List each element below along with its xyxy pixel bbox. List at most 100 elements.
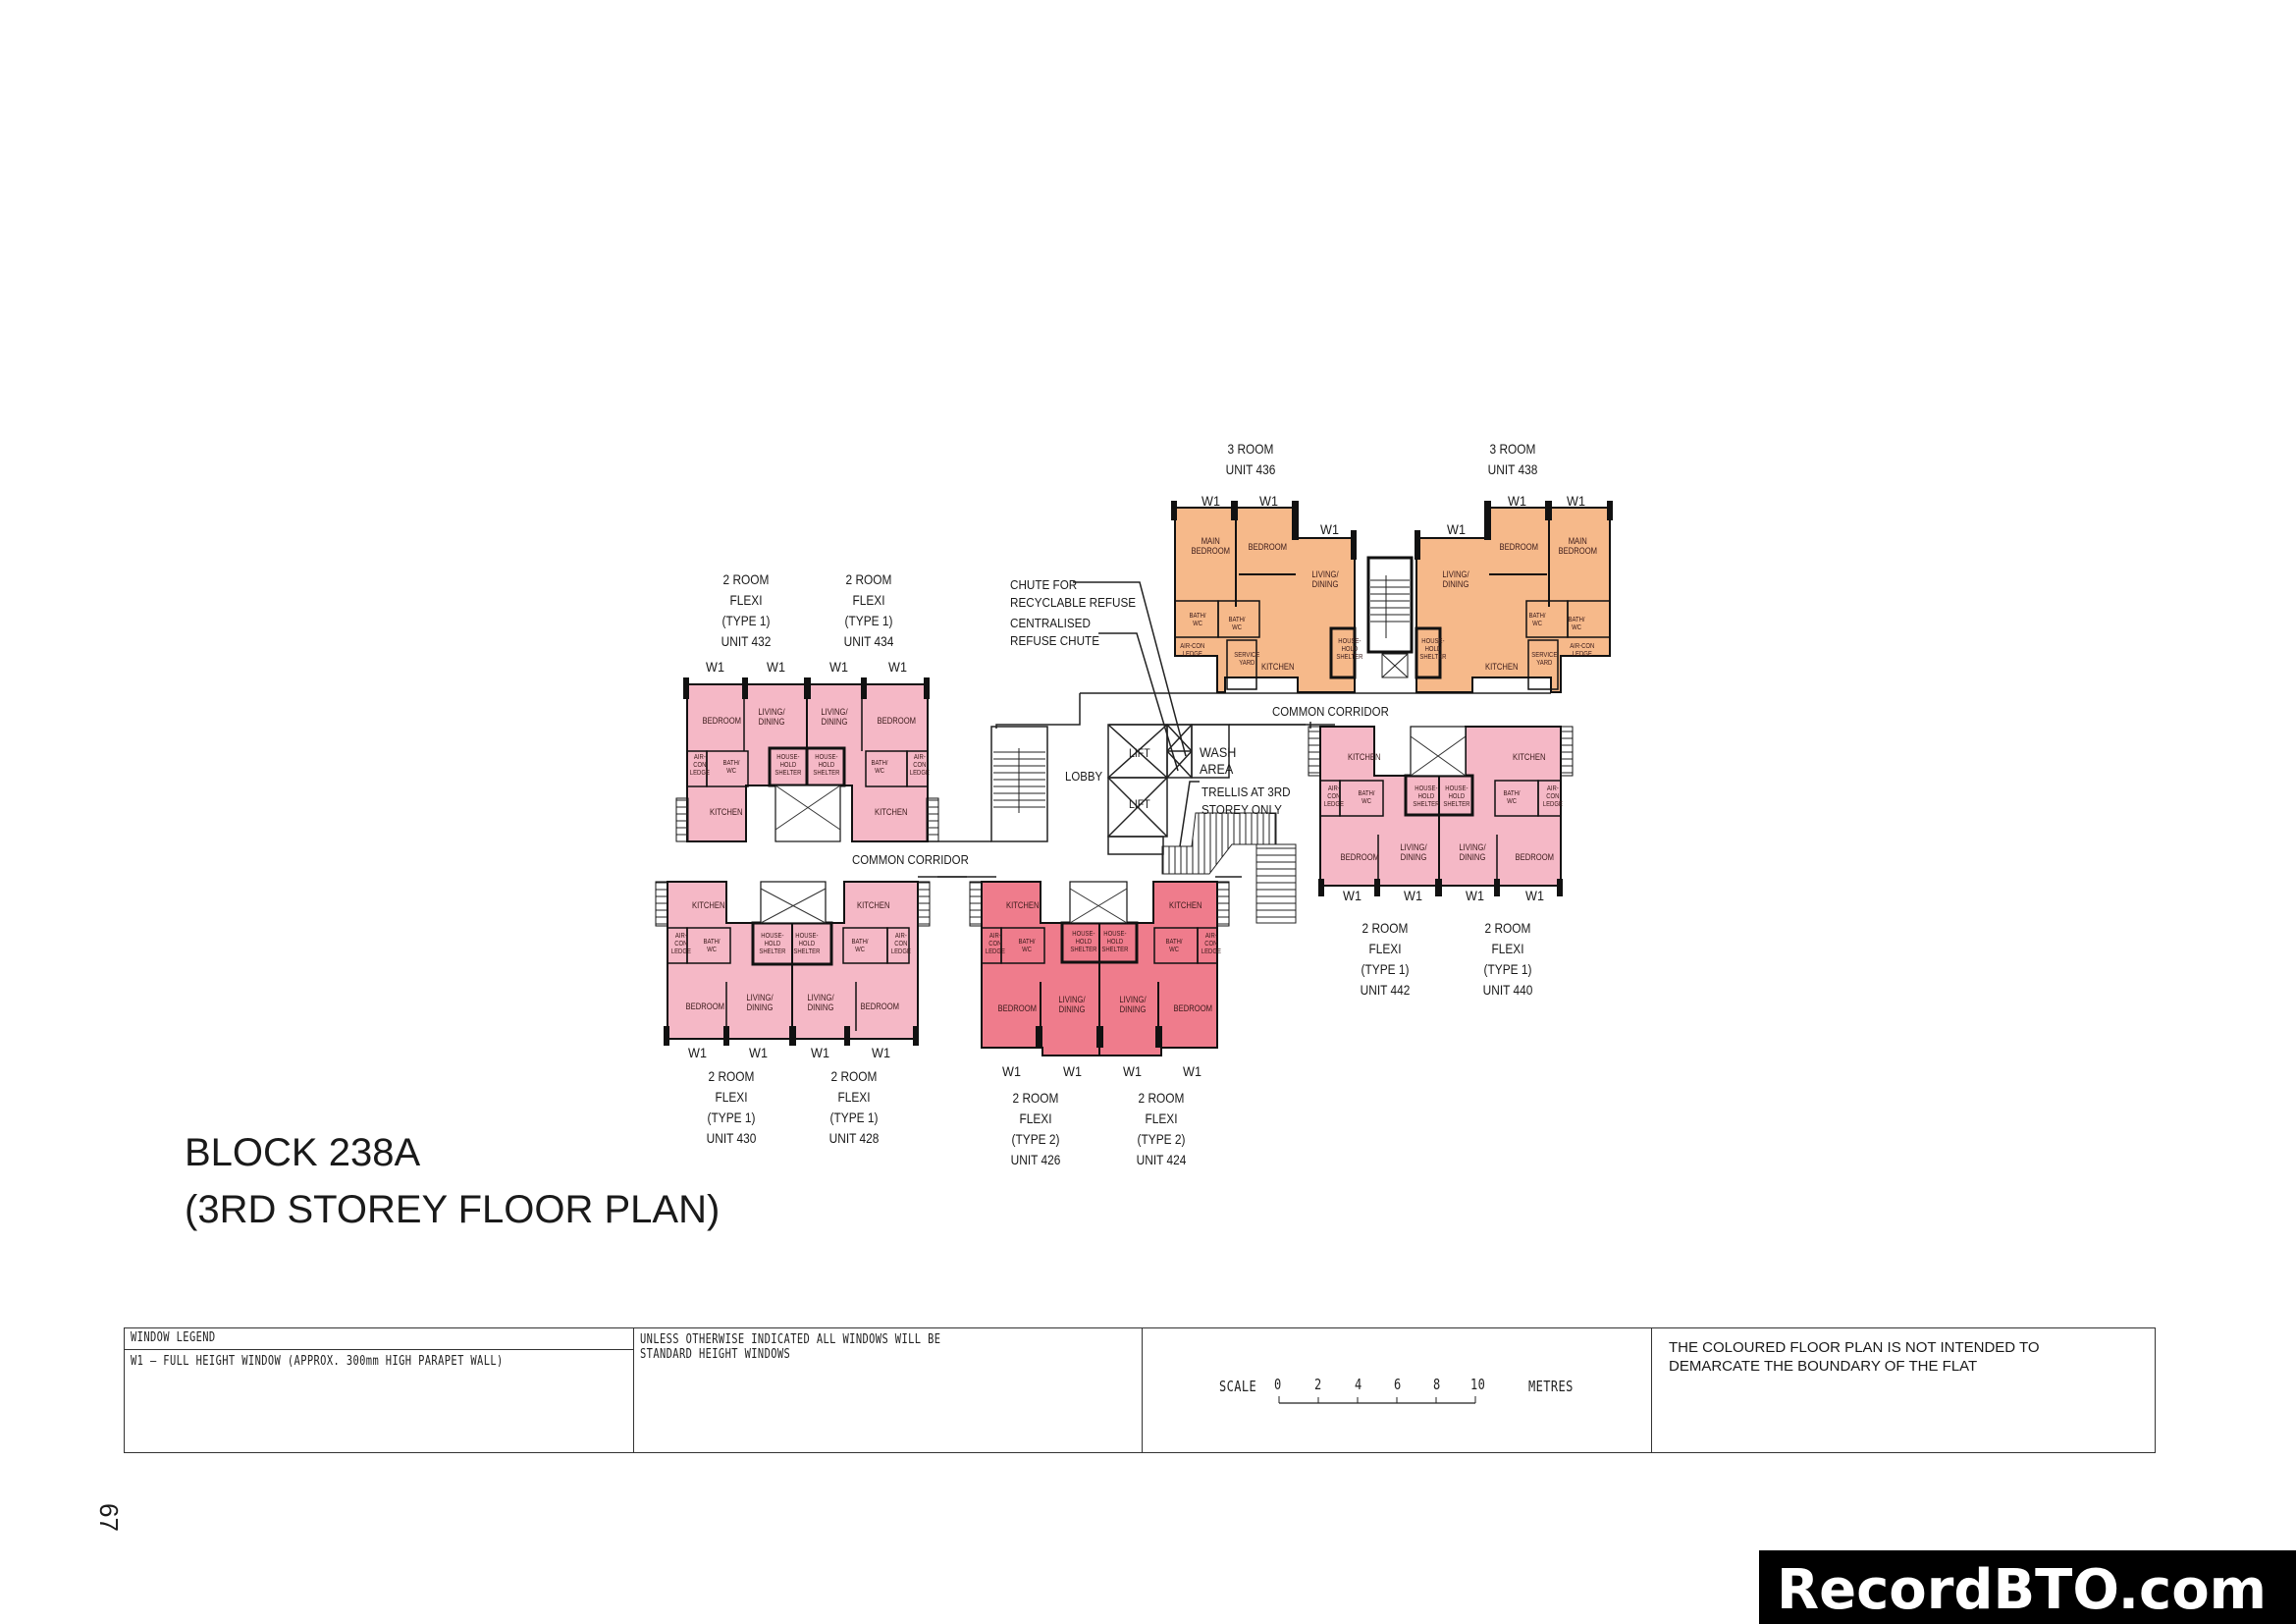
disclaimer-text: THE COLOURED FLOOR PLAN IS NOT INTENDED … xyxy=(1669,1339,2040,1356)
unit-subtype: (TYPE 1) xyxy=(1361,961,1410,977)
standard-window-note-cell: UNLESS OTHERWISE INDICATED ALL WINDOWS W… xyxy=(634,1328,1143,1452)
refuse-chute-annotation: CENTRALISED REFUSE CHUTE xyxy=(1010,615,1099,650)
unit-subtype: (TYPE 1) xyxy=(1483,961,1532,977)
window-legend-header: WINDOW LEGEND xyxy=(131,1330,216,1345)
room-bedroom: BEDROOM xyxy=(997,1003,1038,1013)
room-bath-wc: BATH/ WC xyxy=(871,760,888,775)
unit-type: 2 ROOM xyxy=(830,1068,878,1084)
unit-436-label: 3 ROOM UNIT 436 xyxy=(1201,439,1301,480)
room-aircon-ledge: AIR- CON LEDGE xyxy=(890,933,911,955)
room-kitchen: KITCHEN xyxy=(709,807,743,817)
storey-subtitle: (3RD STOREY FLOOR PLAN) xyxy=(185,1188,721,1231)
room-household-shelter: HOUSE- HOLD SHELTER xyxy=(1101,931,1129,953)
window-label: W1 xyxy=(1183,1063,1201,1079)
window-label: W1 xyxy=(1259,493,1278,509)
unit-438-shape xyxy=(1415,501,1613,693)
room-bedroom: BEDROOM xyxy=(702,716,742,726)
room-kitchen: KITCHEN xyxy=(1347,752,1381,762)
unit-flexi: FLEXI xyxy=(1019,1110,1052,1126)
trellis-annotation: TRELLIS AT 3RD STOREY ONLY xyxy=(1201,784,1291,819)
unit-number: UNIT 428 xyxy=(828,1130,880,1146)
unit-type: 3 ROOM xyxy=(1489,441,1536,457)
unit-number: UNIT 426 xyxy=(1010,1152,1061,1167)
disclaimer-text: DEMARCATE THE BOUNDARY OF THE FLAT xyxy=(1669,1358,1978,1375)
window-label: W1 xyxy=(767,659,785,675)
unit-flexi: FLEXI xyxy=(852,592,885,608)
room-kitchen: KITCHEN xyxy=(856,900,890,910)
unit-432-434-shape xyxy=(675,677,939,842)
annotation-line: STOREY ONLY xyxy=(1201,802,1282,817)
room-aircon-ledge: AIR- CON LEDGE xyxy=(1542,785,1563,808)
window-label: W1 xyxy=(1123,1063,1142,1079)
unit-number: UNIT 440 xyxy=(1482,982,1533,998)
window-label: W1 xyxy=(1525,888,1544,903)
unit-subtype: (TYPE 1) xyxy=(829,1110,879,1125)
room-kitchen: KITCHEN xyxy=(1484,662,1519,672)
scale-label: SCALE xyxy=(1219,1378,1257,1395)
annotation-line: RECYCLABLE REFUSE xyxy=(1010,595,1137,610)
annotation-line: REFUSE CHUTE xyxy=(1010,633,1100,648)
page-number: 67 xyxy=(93,1503,124,1532)
room-aircon-ledge: AIR- CON LEDGE xyxy=(670,933,691,955)
room-household-shelter: HOUSE- HOLD SHELTER xyxy=(1413,785,1440,808)
room-living-dining: LIVING/ DINING xyxy=(1058,995,1086,1014)
unit-440-label: 2 ROOM FLEXI (TYPE 1) UNIT 440 xyxy=(1458,918,1558,1001)
room-aircon-ledge: AIR- CON LEDGE xyxy=(689,754,710,777)
window-label: W1 xyxy=(1508,493,1526,509)
window-label: W1 xyxy=(1567,493,1585,509)
standard-window-note: STANDARD HEIGHT WINDOWS xyxy=(640,1347,791,1362)
scale-tick: 4 xyxy=(1355,1376,1362,1393)
room-bath-wc: BATH/ WC xyxy=(703,939,721,953)
chute-recyclable-annotation: CHUTE FOR RECYCLABLE REFUSE xyxy=(1010,576,1136,612)
room-household-shelter: HOUSE- HOLD SHELTER xyxy=(759,933,786,955)
room-bath-wc: BATH/ WC xyxy=(1018,939,1036,953)
window-label: W1 xyxy=(749,1045,768,1060)
room-living-dining: LIVING/ DINING xyxy=(758,707,785,727)
room-living-dining: LIVING/ DINING xyxy=(1311,569,1339,589)
window-label: W1 xyxy=(1320,521,1339,537)
unit-type: 2 ROOM xyxy=(845,571,892,587)
window-label: W1 xyxy=(1063,1063,1082,1079)
circulation-outline xyxy=(918,581,1551,878)
room-kitchen: KITCHEN xyxy=(874,807,908,817)
unit-426-label: 2 ROOM FLEXI (TYPE 2) UNIT 426 xyxy=(986,1088,1086,1170)
unit-number: UNIT 434 xyxy=(843,633,894,649)
room-bath-wc: BATH/ WC xyxy=(1228,617,1246,631)
room-bath-wc: BATH/ WC xyxy=(1528,613,1546,627)
room-household-shelter: HOUSE- HOLD SHELTER xyxy=(774,754,802,777)
room-kitchen: KITCHEN xyxy=(1512,752,1546,762)
room-service-yard: SERVICE YARD xyxy=(1234,652,1260,667)
room-household-shelter: HOUSE- HOLD SHELTER xyxy=(813,754,840,777)
room-kitchen: KITCHEN xyxy=(1260,662,1295,672)
room-bedroom: BEDROOM xyxy=(1173,1003,1213,1013)
window-legend-cell: WINDOW LEGEND W1 – FULL HEIGHT WINDOW (A… xyxy=(125,1328,634,1452)
scale-ruler xyxy=(1278,1396,1476,1404)
unit-426-424-shape xyxy=(969,881,1230,1056)
lift-label: LIFT xyxy=(1129,797,1150,811)
scale-cell: SCALE 0 2 4 6 8 10 METRES xyxy=(1143,1328,1652,1452)
room-aircon-ledge: AIR- CON LEDGE xyxy=(909,754,930,777)
unit-flexi: FLEXI xyxy=(837,1089,871,1105)
window-label: W1 xyxy=(829,659,848,675)
room-household-shelter: HOUSE- HOLD SHELTER xyxy=(793,933,821,955)
unit-430-label: 2 ROOM FLEXI (TYPE 1) UNIT 430 xyxy=(681,1066,781,1149)
unit-type: 2 ROOM xyxy=(1362,920,1409,936)
room-household-shelter: HOUSE- HOLD SHELTER xyxy=(1419,638,1447,661)
unit-subtype: (TYPE 2) xyxy=(1137,1131,1186,1147)
unit-number: UNIT 430 xyxy=(706,1130,757,1146)
unit-number: UNIT 438 xyxy=(1487,461,1538,477)
unit-type: 3 ROOM xyxy=(1227,441,1274,457)
unit-type: 2 ROOM xyxy=(722,571,770,587)
annotation-line: AREA xyxy=(1200,761,1234,777)
annotation-line: CENTRALISED xyxy=(1010,616,1091,630)
common-corridor-label-left: COMMON CORRIDOR xyxy=(852,852,969,867)
unit-number: UNIT 436 xyxy=(1225,461,1276,477)
window-label: W1 xyxy=(688,1045,707,1060)
window-label: W1 xyxy=(1404,888,1422,903)
room-bath-wc: BATH/ WC xyxy=(1165,939,1183,953)
room-bedroom: BEDROOM xyxy=(1499,542,1539,552)
window-label: W1 xyxy=(1343,888,1362,903)
window-label: W1 xyxy=(1002,1063,1021,1079)
room-kitchen: KITCHEN xyxy=(1005,900,1040,910)
